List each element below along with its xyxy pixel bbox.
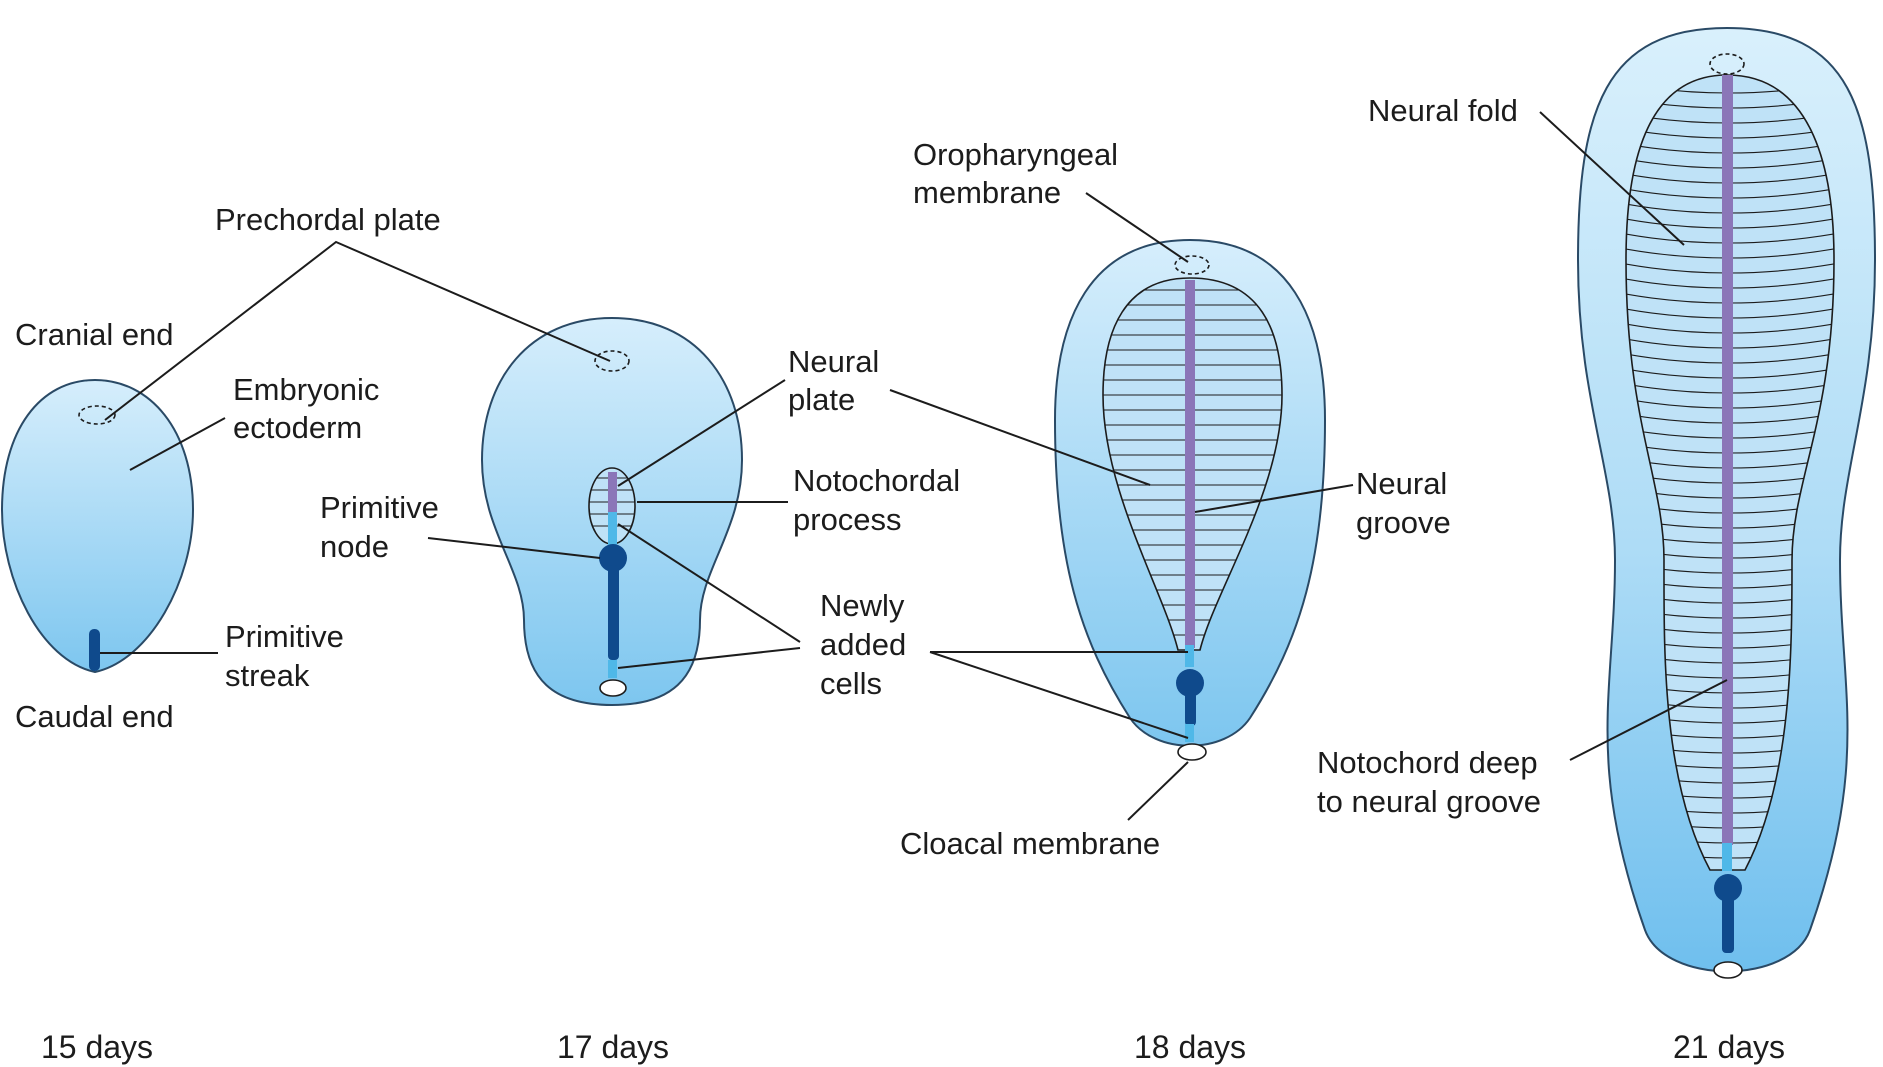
notochord-21 [1722, 75, 1733, 845]
label-neural-groove-2: groove [1356, 505, 1451, 540]
newly-added-cells-18-top [1185, 645, 1194, 667]
labels: Prechordal plate Cranial end Embryonic e… [15, 93, 1785, 1065]
stage-label-17-days: 17 days [557, 1029, 669, 1065]
label-primitive-streak-1: Primitive [225, 619, 344, 654]
label-newly-added-cells-3: cells [820, 666, 882, 701]
label-newly-added-cells-1: Newly [820, 588, 905, 623]
label-notochord-deep-2: to neural groove [1317, 784, 1541, 819]
newly-added-cells-17-bottom [608, 660, 617, 678]
cloacal-membrane-18 [1178, 744, 1206, 760]
notochord-18 [1185, 280, 1195, 648]
label-notochordal-process-1: Notochordal [793, 463, 960, 498]
label-primitive-node-1: Primitive [320, 490, 439, 525]
primitive-streak-17 [608, 565, 619, 660]
embryo-15-days [2, 380, 193, 672]
primitive-streak-15 [89, 629, 100, 671]
cloacal-membrane-21 [1714, 962, 1742, 978]
label-embryonic-ectoderm-2: ectoderm [233, 410, 362, 445]
embryo-21-days [1578, 28, 1875, 978]
primitive-streak-21 [1722, 895, 1734, 953]
label-notochord-deep-1: Notochord deep [1317, 745, 1538, 780]
label-neural-plate-2: plate [788, 382, 855, 417]
newly-added-cells-17-top [608, 512, 617, 546]
stage-label-18-days: 18 days [1134, 1029, 1246, 1065]
label-newly-added-cells-2: added [820, 627, 906, 662]
label-prechordal-plate: Prechordal plate [215, 202, 441, 237]
label-cranial-end: Cranial end [15, 317, 174, 352]
embryo-18-days [1055, 240, 1325, 760]
primitive-streak-18 [1185, 690, 1196, 726]
label-neural-plate-1: Neural [788, 344, 879, 379]
embryo-17-days [482, 318, 742, 705]
label-primitive-streak-2: streak [225, 658, 310, 693]
label-neural-groove-1: Neural [1356, 466, 1447, 501]
stage-label-15-days: 15 days [41, 1029, 153, 1065]
label-oropharyngeal-membrane-1: Oropharyngeal [913, 137, 1118, 172]
cloacal-membrane-17 [600, 680, 626, 696]
label-embryonic-ectoderm-1: Embryonic [233, 372, 379, 407]
stage-label-21-days: 21 days [1673, 1029, 1785, 1065]
label-primitive-node-2: node [320, 529, 389, 564]
label-neural-fold: Neural fold [1368, 93, 1518, 128]
newly-added-cells-18-bottom [1185, 724, 1194, 742]
label-cloacal-membrane: Cloacal membrane [900, 826, 1160, 861]
label-caudal-end: Caudal end [15, 699, 174, 734]
notochordal-process-17 [608, 472, 617, 512]
newly-added-cells-21 [1722, 843, 1732, 871]
label-oropharyngeal-membrane-2: membrane [913, 175, 1061, 210]
label-notochordal-process-2: process [793, 502, 902, 537]
